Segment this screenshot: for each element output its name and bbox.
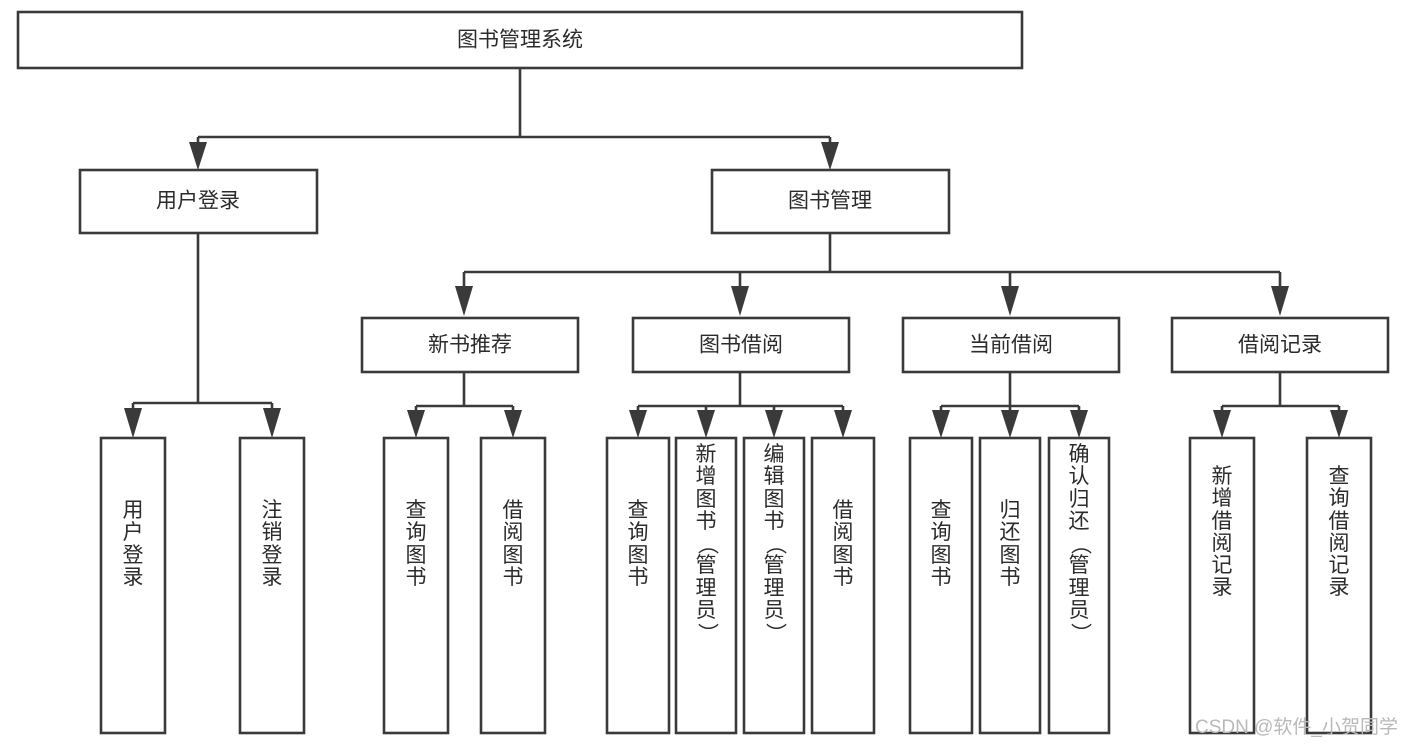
leaf-box-new-book-0[interactable]	[382, 436, 450, 735]
arrow-head-leaf-bookborrow-2	[765, 410, 783, 438]
arrow-head-leaf-currentborrow-2	[1070, 410, 1088, 438]
connector-group-bookmgmt	[455, 233, 1289, 316]
arrow-head-bookmgmt	[821, 142, 839, 170]
leaf-box-book-borrow-3[interactable]	[810, 436, 876, 735]
arrow-head-leaf-currentborrow-0	[932, 410, 950, 438]
node-borrow-record-label: 借阅记录	[1238, 334, 1322, 357]
node-current-borrow-label: 当前借阅	[969, 334, 1053, 357]
node-new-book-recommend-label: 新书推荐	[428, 334, 512, 357]
arrow-head-leaf-newbook-1	[504, 410, 522, 438]
leaf-box-book-borrow-2[interactable]	[742, 436, 806, 735]
node-user-login-label: 用户登录	[156, 190, 240, 213]
node-user-login[interactable]: 用户登录	[78, 168, 319, 235]
csdn-watermark: CSDN @软件_小贺同学	[1195, 716, 1398, 738]
node-current-borrow-box[interactable]	[901, 316, 1121, 374]
node-new-book-recommend-box[interactable]	[360, 316, 580, 374]
arrow-head-leaf-user-login-0	[124, 408, 142, 438]
leaf-box-user-login-0[interactable]	[99, 436, 167, 735]
arrow-head-leaf-borrowrecord-0	[1213, 410, 1231, 438]
connector-group-currentborrow	[932, 372, 1088, 438]
arrow-head-leaf-bookborrow-0	[629, 410, 647, 438]
arrow-head-leaf-bookborrow-3	[834, 410, 852, 438]
arrow-head-leaf-currentborrow-1	[1001, 410, 1019, 438]
leaf-box-borrow-record-1[interactable]	[1305, 436, 1373, 735]
connector-group-bookborrow	[629, 372, 852, 438]
arrow-head-level3-3	[1271, 286, 1289, 316]
node-book-management-box[interactable]	[710, 168, 951, 235]
node-root[interactable]: 图书管理系统	[16, 10, 1024, 70]
connector-group-userlogin	[124, 233, 281, 438]
arrow-head-leaf-user-login-1	[263, 408, 281, 438]
node-root-label: 图书管理系统	[457, 29, 583, 52]
arrow-head-userlogin	[189, 142, 207, 170]
node-book-borrow[interactable]: 图书借阅	[631, 316, 851, 374]
node-root-box[interactable]	[16, 10, 1024, 70]
arrow-head-leaf-borrowrecord-1	[1330, 410, 1348, 438]
node-new-book-recommend[interactable]: 新书推荐	[360, 316, 580, 374]
leaf-box-borrow-record-0[interactable]	[1188, 436, 1256, 735]
arrow-head-leaf-bookborrow-1	[697, 410, 715, 438]
leaf-box-user-login-1[interactable]	[238, 436, 306, 735]
arrow-head-leaf-newbook-0	[407, 410, 425, 438]
connector-group-root	[189, 68, 839, 170]
node-book-borrow-label: 图书借阅	[699, 334, 783, 357]
arrow-head-level3-0	[455, 286, 473, 316]
connector-group-newbook	[407, 372, 522, 438]
node-book-management[interactable]: 图书管理	[710, 168, 951, 235]
node-borrow-record-box[interactable]	[1170, 316, 1390, 374]
leaf-box-current-borrow-0[interactable]	[908, 436, 974, 735]
leaf-box-book-borrow-1[interactable]	[674, 436, 738, 735]
leaf-box-new-book-1[interactable]	[479, 436, 547, 735]
node-book-management-label: 图书管理	[788, 190, 872, 213]
arrow-head-level3-1	[731, 286, 749, 316]
leaf-box-current-borrow-2[interactable]	[1047, 436, 1111, 735]
node-current-borrow[interactable]: 当前借阅	[901, 316, 1121, 374]
leaf-box-current-borrow-1[interactable]	[978, 436, 1042, 735]
node-user-login-box[interactable]	[78, 168, 319, 235]
arrow-head-level3-2	[1001, 286, 1019, 316]
node-book-borrow-box[interactable]	[631, 316, 851, 374]
connector-group-borrowrecord	[1213, 372, 1348, 438]
leaf-box-book-borrow-0[interactable]	[605, 436, 671, 735]
node-borrow-record[interactable]: 借阅记录	[1170, 316, 1390, 374]
